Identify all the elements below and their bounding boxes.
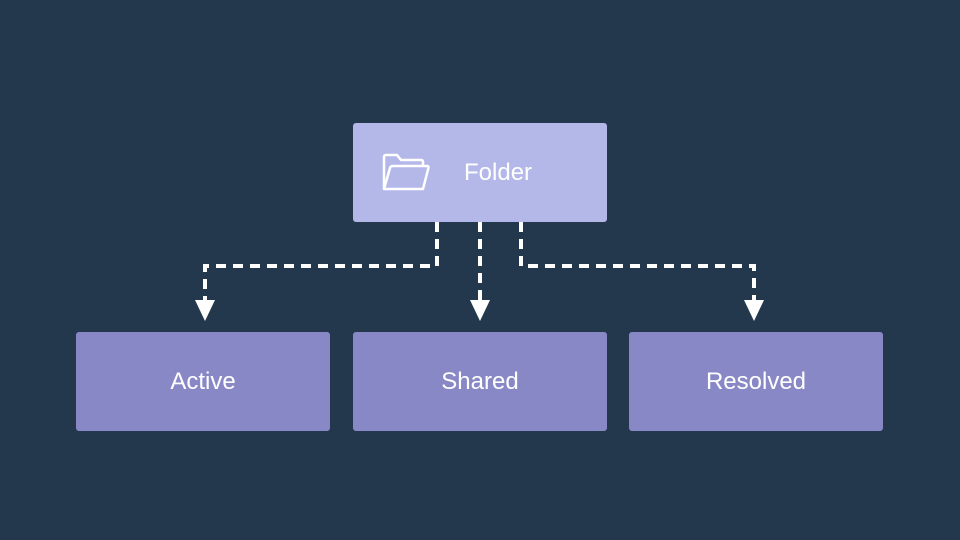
root-node-folder: Folder [353,123,607,222]
child-node-active: Active [76,332,330,431]
child-node-label: Shared [441,367,519,395]
folder-icon [382,153,430,191]
child-node-resolved: Resolved [629,332,883,431]
connector-to-resolved [519,222,756,300]
arrowhead-shared [470,300,490,321]
arrowhead-active [195,300,215,321]
connector-to-active [203,222,439,300]
child-node-shared: Shared [353,332,607,431]
child-node-label: Active [170,367,236,395]
arrowhead-resolved [744,300,764,321]
root-node-label: Folder [464,159,533,186]
child-node-label: Resolved [705,367,807,395]
